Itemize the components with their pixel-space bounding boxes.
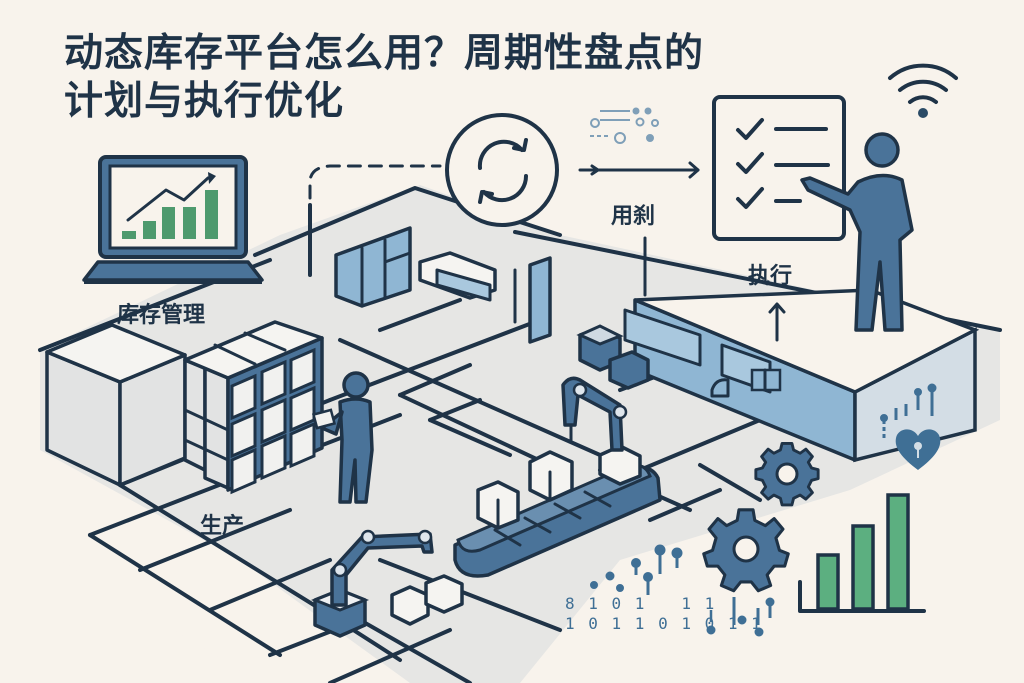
bar-chart-icon (798, 493, 926, 613)
shelving-boxes (183, 320, 324, 495)
label-production: 生产 (200, 514, 245, 539)
circuit-icon (590, 107, 659, 144)
binary-text: 8 1 0 1 1 1 1 0 1 1 0 1 0 1 1 (565, 594, 763, 634)
binary-row-1: 8 1 0 1 1 1 (565, 594, 717, 613)
conveyor-belt-icon (453, 444, 662, 578)
checklist-board-icon (712, 95, 846, 241)
robot-arm-icon (561, 376, 628, 452)
label-inventory-management: 库存管理 (117, 303, 206, 328)
binary-row-2: 1 0 1 1 0 1 0 1 1 (565, 614, 763, 633)
worker-icon (311, 371, 374, 504)
data-dots (590, 544, 775, 637)
title-line-2: 计划与执行优化 (64, 79, 345, 124)
back-room-cabinets (334, 226, 552, 344)
storage-block (45, 323, 187, 487)
page-title: 动态库存平台怎么用？周期性盘点的 计划与执行优化 (64, 30, 704, 126)
laptop-chart-icon (82, 155, 264, 284)
presenter-icon (800, 132, 914, 332)
floor-grid (38, 258, 762, 683)
flow-arrow-right (578, 161, 700, 179)
label-usage: 用刹 (611, 204, 656, 229)
heart-lock-icon (880, 383, 941, 470)
up-arrow (768, 302, 786, 342)
label-execution: 执行 (748, 264, 793, 289)
title-line-1: 动态库存平台怎么用？周期性盘点的 (64, 31, 705, 76)
robot-arm-icon-2 (310, 529, 464, 638)
gear-icon (702, 441, 820, 593)
sync-cycle-icon (445, 113, 559, 227)
wifi-icon (888, 63, 958, 118)
stacked-boxes (576, 324, 650, 390)
